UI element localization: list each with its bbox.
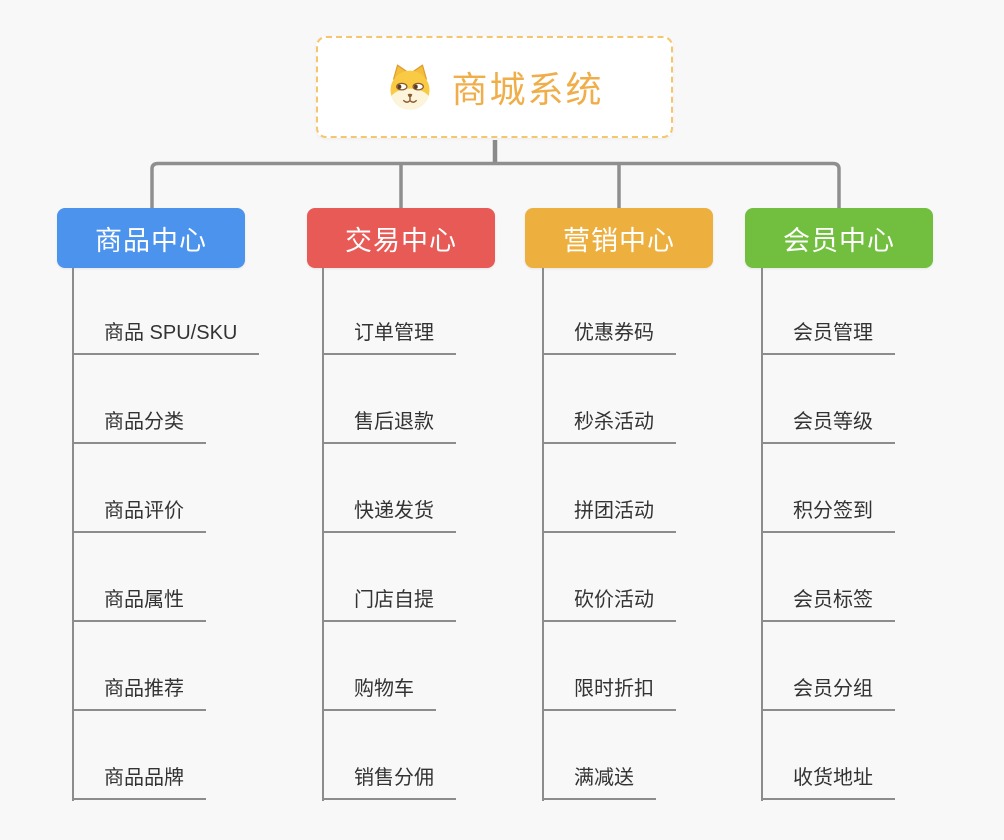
branch-header-3[interactable]: 营销中心 [525,208,713,268]
leaf-node[interactable]: 收货地址 [761,765,895,800]
leaf-node[interactable]: 商品推荐 [72,676,206,711]
dog-face-icon [390,64,431,110]
branch-connector-line [761,268,763,801]
leaf-node[interactable]: 售后退款 [322,409,456,444]
leaf-node[interactable]: 购物车 [322,676,436,711]
branch-connector-line [72,268,74,801]
leaf-node[interactable]: 订单管理 [322,320,456,355]
leaf-node[interactable]: 积分签到 [761,498,895,533]
root-node-label: 商城系统 [451,69,604,110]
leaf-node[interactable]: 商品 SPU/SKU [72,320,260,355]
leaf-node[interactable]: 会员等级 [761,409,895,444]
leaf-node[interactable]: 限时折扣 [542,676,676,711]
branch-header-label: 会员中心 [783,225,895,256]
leaf-node[interactable]: 拼团活动 [542,498,676,533]
leaf-node[interactable]: 会员分组 [761,676,895,711]
leaf-node[interactable]: 商品分类 [72,409,206,444]
leaf-node[interactable]: 商品品牌 [72,765,206,800]
leaf-node[interactable]: 砍价活动 [542,587,676,622]
branch-header-4[interactable]: 会员中心 [745,208,933,268]
leaf-node[interactable]: 快递发货 [322,498,456,533]
branch-header-label: 营销中心 [563,225,675,256]
leaf-node[interactable]: 商品评价 [72,498,206,533]
leaf-node[interactable]: 满减送 [542,765,656,800]
branch-header-label: 交易中心 [345,225,457,256]
branch-connector-line [542,268,544,801]
leaf-node[interactable]: 销售分佣 [322,765,456,800]
leaf-node[interactable]: 秒杀活动 [542,409,676,444]
branch-header-2[interactable]: 交易中心 [307,208,495,268]
leaf-node[interactable]: 会员管理 [761,320,895,355]
leaf-node[interactable]: 会员标签 [761,587,895,622]
leaf-node[interactable]: 优惠券码 [542,320,676,355]
leaf-node[interactable]: 商品属性 [72,587,206,622]
branch-header-1[interactable]: 商品中心 [57,208,245,268]
root-node[interactable]: 商城系统 [316,36,673,138]
branch-header-label: 商品中心 [95,225,207,256]
leaf-node[interactable]: 门店自提 [322,587,456,622]
branch-connector-line [322,268,324,801]
